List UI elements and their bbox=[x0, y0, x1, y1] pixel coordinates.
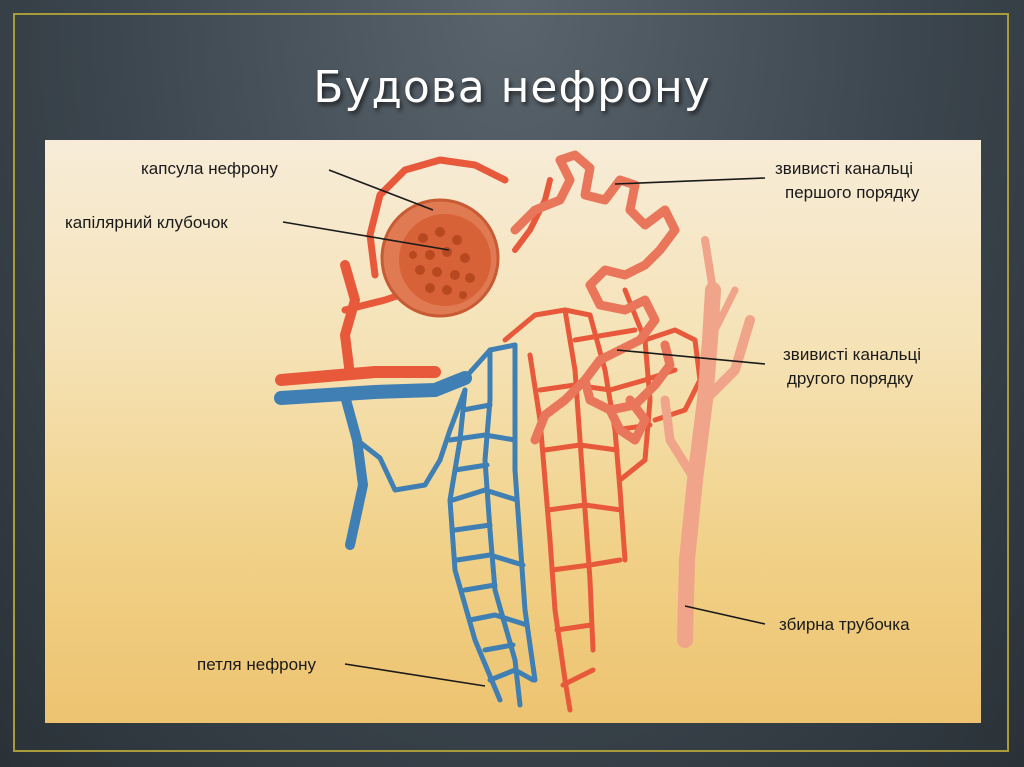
glomerulus bbox=[380, 198, 500, 318]
slide-title: Будова нефрону bbox=[313, 62, 711, 113]
artery-network bbox=[275, 156, 703, 713]
label-glomerulus: капілярний клубочок bbox=[65, 213, 228, 232]
collecting-duct bbox=[660, 236, 755, 648]
nephron-diagram-panel: капсула нефрону капілярний клубочок звив… bbox=[45, 140, 981, 723]
vein-network bbox=[274, 342, 538, 708]
convoluted-tubules bbox=[510, 150, 680, 445]
label-tubules-first-line2: першого порядку bbox=[785, 183, 920, 202]
label-tubules-second-line2: другого порядку bbox=[787, 369, 914, 388]
leader-lines bbox=[282, 169, 766, 687]
nephron-illustration bbox=[274, 150, 766, 713]
label-tubules-second-line1: звивисті канальці bbox=[783, 345, 922, 364]
label-collecting-duct: збирна трубочка bbox=[779, 615, 910, 634]
label-tubules-first-line1: звивисті канальці bbox=[775, 159, 914, 178]
label-capsule: капсула нефрону bbox=[141, 159, 278, 178]
slide-frame bbox=[13, 13, 1009, 752]
label-loop: петля нефрону bbox=[197, 655, 316, 674]
